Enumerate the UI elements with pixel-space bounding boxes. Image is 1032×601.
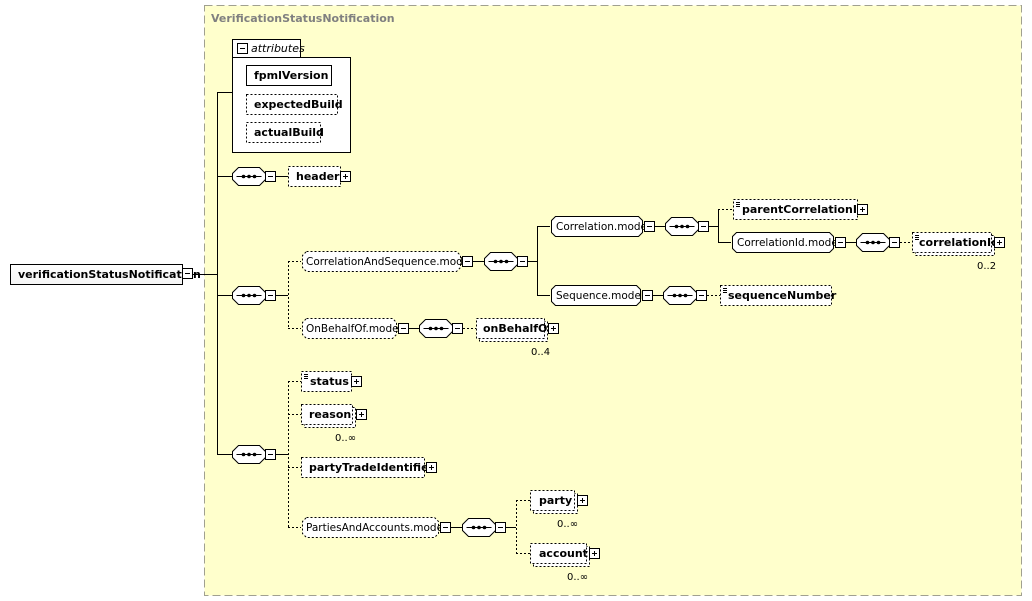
party-trade-identifier-expand-button[interactable] <box>426 462 437 473</box>
reason-cardinality: 0..∞ <box>335 433 356 444</box>
sequence-model-collapse-button[interactable] <box>642 290 653 301</box>
sequence-compositor[interactable] <box>484 252 528 271</box>
element-status[interactable]: status <box>301 371 352 392</box>
group-correlation-and-sequence-model[interactable]: CorrelationAndSequence.model <box>302 251 473 272</box>
correlation-id-expand-button[interactable] <box>994 237 1005 248</box>
attributes-label: attributes <box>251 42 305 55</box>
element-header-label: header <box>296 170 340 183</box>
element-party-trade-identifier[interactable]: partyTradeIdentifier <box>301 457 435 478</box>
group-correlation-and-sequence-model-label: CorrelationAndSequence.model <box>306 256 472 268</box>
group-parties-and-accounts-model-label: PartiesAndAccounts.model <box>306 522 446 534</box>
correlation-id-model-collapse-button[interactable] <box>835 237 846 248</box>
correlation-model-collapse-button[interactable] <box>644 221 655 232</box>
sequence-compositor[interactable] <box>856 233 900 252</box>
attribute-actual-build[interactable]: actualBuild <box>246 122 324 143</box>
party-cardinality: 0..∞ <box>557 519 578 530</box>
attribute-actual-build-label: actualBuild <box>254 126 324 139</box>
on-behalf-of-cardinality: 0..4 <box>531 347 550 358</box>
sequence-compositors[interactable] <box>232 167 900 537</box>
element-on-behalf-of-label: onBehalfOf <box>483 322 552 335</box>
attribute-fpml-version-label: fpmlVersion <box>254 69 328 82</box>
group-correlation-model-label: Correlation.model <box>556 221 650 233</box>
group-parties-and-accounts-model[interactable]: PartiesAndAccounts.model <box>302 517 446 538</box>
sequence-compositor[interactable] <box>232 286 276 305</box>
correlation-id-cardinality: 0..2 <box>977 261 996 272</box>
element-party-trade-identifier-label: partyTradeIdentifier <box>309 461 435 474</box>
parties-and-accounts-model-collapse-button[interactable] <box>440 522 451 533</box>
root-element[interactable]: verificationStatusNotification <box>10 264 201 285</box>
group-correlation-id-model-label: CorrelationId.model <box>737 237 841 249</box>
connector-lines <box>193 92 912 554</box>
element-party-label: party <box>539 494 572 507</box>
element-parent-correlation-id[interactable]: parentCorrelationId <box>733 199 865 220</box>
group-sequence-model-label: Sequence.model <box>556 290 644 302</box>
party-expand-button[interactable] <box>577 495 588 506</box>
sequence-compositor[interactable] <box>232 167 276 186</box>
attribute-expected-build[interactable]: expectedBuild <box>246 94 343 115</box>
status-expand-button[interactable] <box>351 376 362 387</box>
attribute-expected-build-label: expectedBuild <box>254 98 343 111</box>
root-element-label: verificationStatusNotification <box>18 268 201 281</box>
group-on-behalf-of-model-label: OnBehalfOf.model <box>306 323 402 335</box>
group-correlation-id-model[interactable]: CorrelationId.model <box>732 232 841 253</box>
root-collapse-button[interactable] <box>182 268 193 279</box>
sequence-compositor[interactable] <box>462 518 506 537</box>
sequence-compositor[interactable] <box>665 217 709 236</box>
attributes-collapse-button[interactable] <box>237 43 248 54</box>
element-header[interactable]: header <box>288 166 341 187</box>
account-expand-button[interactable] <box>589 548 600 559</box>
attributes-group: attributes fpmlVersion expectedBuild act… <box>232 39 351 153</box>
sequence-compositor[interactable] <box>663 286 707 305</box>
element-on-behalf-of[interactable]: onBehalfOf <box>476 318 553 342</box>
element-status-label: status <box>310 375 349 388</box>
group-sequence-model[interactable]: Sequence.model <box>551 285 644 306</box>
on-behalf-of-model-collapse-button[interactable] <box>398 323 409 334</box>
element-account-label: account <box>539 547 588 560</box>
element-reason[interactable]: reason <box>301 404 356 428</box>
element-account[interactable]: account <box>530 543 590 567</box>
on-behalf-of-expand-button[interactable] <box>548 323 559 334</box>
group-correlation-model[interactable]: Correlation.model <box>551 216 650 237</box>
element-party[interactable]: party <box>530 490 578 514</box>
header-expand-button[interactable] <box>340 171 351 182</box>
group-on-behalf-of-model[interactable]: OnBehalfOf.model <box>302 318 402 339</box>
correlation-and-sequence-collapse-button[interactable] <box>462 256 473 267</box>
reason-expand-button[interactable] <box>356 409 367 420</box>
account-cardinality: 0..∞ <box>567 572 588 583</box>
element-reason-label: reason <box>309 408 351 421</box>
attribute-fpml-version[interactable]: fpmlVersion <box>246 65 332 86</box>
element-correlation-id[interactable]: correlationId <box>912 232 999 256</box>
type-title: VerificationStatusNotification <box>211 12 395 25</box>
element-sequence-number[interactable]: sequenceNumber <box>720 285 837 306</box>
element-parent-correlation-id-label: parentCorrelationId <box>742 203 865 216</box>
element-correlation-id-label: correlationId <box>919 236 999 249</box>
sequence-compositor[interactable] <box>419 319 463 338</box>
sequence-compositor[interactable] <box>232 445 276 464</box>
parent-correlation-id-expand-button[interactable] <box>857 204 868 215</box>
element-sequence-number-label: sequenceNumber <box>728 289 837 302</box>
